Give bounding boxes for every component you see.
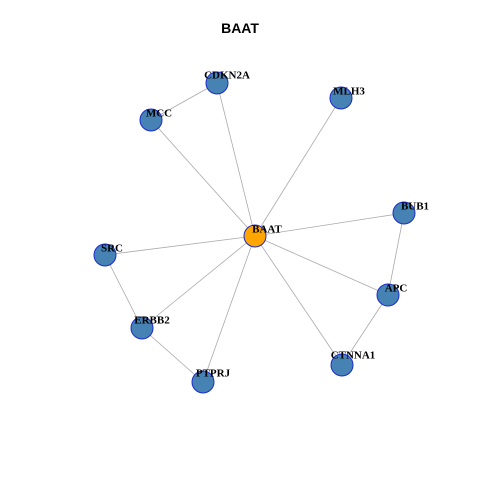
- node-ptprj: PTPRJ: [191, 368, 231, 394]
- node-circle: [376, 283, 400, 307]
- node-circle: [392, 201, 416, 225]
- edges-layer: [104, 82, 405, 383]
- node-label: APC: [385, 283, 408, 295]
- node-label: PTPRJ: [196, 368, 231, 380]
- node-label: SRC: [101, 243, 123, 255]
- node-src: SRC: [93, 243, 123, 267]
- edge-baat-mcc: [150, 119, 256, 237]
- node-mlh3: MLH3: [329, 86, 365, 110]
- edge-bub1-apc: [387, 212, 405, 296]
- node-bub1: BUB1: [392, 201, 429, 225]
- node-label: MLH3: [333, 86, 365, 98]
- node-mcc: MCC: [139, 108, 172, 132]
- node-label: BAAT: [252, 224, 282, 236]
- node-label: CTNNA1: [331, 350, 376, 362]
- edge-baat-src: [104, 235, 256, 256]
- node-circle: [205, 71, 229, 95]
- edge-baat-mlh3: [254, 97, 342, 237]
- edge-mcc-cdkn2a: [150, 82, 218, 121]
- edge-apc-ctnna1: [341, 294, 389, 366]
- node-label: ERBB2: [134, 315, 170, 327]
- edge-src-erbb2: [104, 254, 143, 329]
- node-circle: [191, 370, 215, 394]
- node-label: BUB1: [401, 201, 429, 213]
- node-circle: [130, 316, 154, 340]
- node-apc: APC: [376, 283, 408, 307]
- edge-baat-ptprj: [202, 235, 256, 383]
- edge-baat-apc: [254, 235, 389, 296]
- node-baat: BAAT: [243, 224, 283, 248]
- node-erbb2: ERBB2: [130, 315, 170, 340]
- node-cdkn2a: CDKN2A: [204, 70, 250, 95]
- node-circle: [330, 353, 354, 377]
- node-label: MCC: [146, 108, 172, 120]
- node-circle: [243, 224, 267, 248]
- node-circle: [139, 108, 163, 132]
- edge-baat-erbb2: [141, 235, 256, 329]
- node-ctnna1: CTNNA1: [330, 350, 376, 377]
- edge-baat-cdkn2a: [216, 82, 256, 237]
- edge-erbb2-ptprj: [141, 327, 204, 383]
- graph-title: BAAT: [221, 20, 259, 36]
- edge-baat-ctnna1: [254, 235, 343, 366]
- node-label: CDKN2A: [204, 70, 250, 82]
- edge-baat-bub1: [254, 212, 405, 237]
- node-circle: [93, 243, 117, 267]
- node-circle: [329, 86, 353, 110]
